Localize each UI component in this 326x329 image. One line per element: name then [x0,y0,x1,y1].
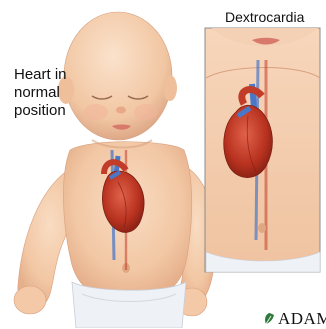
baby-main [14,12,215,328]
normal-label-line-2: normal [14,84,84,102]
leaf-icon [262,312,276,326]
dextrocardia-label: Dextrocardia [225,8,304,26]
normal-label-line-3: position [14,102,84,120]
dextrocardia-inset [205,28,320,272]
normal-label-line-1: Heart in [14,66,84,84]
adam-logo: ADAM [262,310,326,328]
logo-text: ADAM [278,309,326,329]
baby-left-hand [14,286,46,314]
normal-position-label: Heart in normal position [14,66,84,120]
